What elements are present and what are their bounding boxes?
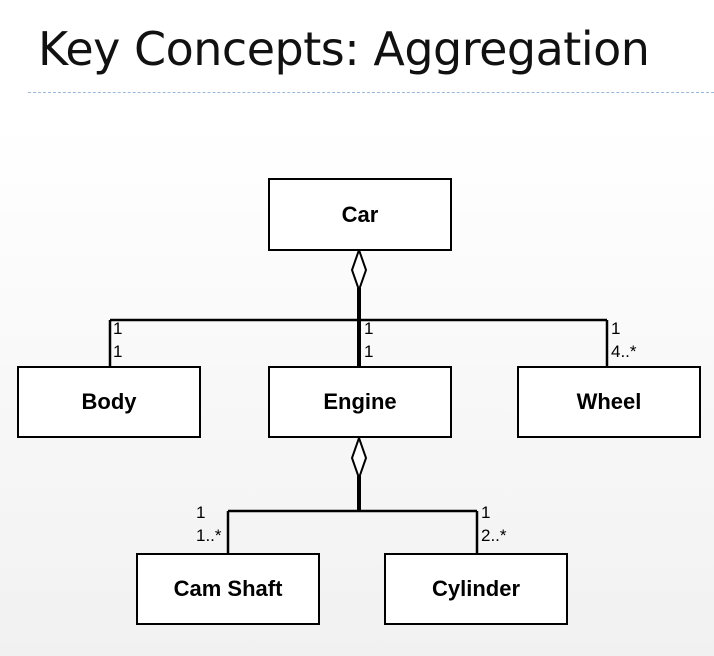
title-divider (28, 92, 714, 93)
mult-engine-cylinder-whole: 1 (481, 503, 490, 522)
mult-engine-camshaft-part: 1..* (196, 526, 222, 545)
class-engine: Engine (268, 366, 452, 438)
class-cylinder-label: Cylinder (432, 576, 520, 601)
mult-car-body-part: 1 (113, 342, 122, 361)
class-body: Body (17, 366, 201, 438)
class-cam-shaft-label: Cam Shaft (174, 576, 283, 601)
class-car: Car (268, 178, 452, 251)
class-engine-label: Engine (323, 389, 396, 414)
class-car-label: Car (342, 202, 379, 227)
engine-aggregation-diamond (350, 434, 368, 482)
engine-aggregation-connector (226, 434, 479, 554)
mult-engine-cylinder-part: 2..* (481, 526, 507, 545)
mult-car-body-whole: 1 (113, 319, 122, 338)
mult-car-engine-part: 1 (364, 342, 373, 361)
mult-engine-camshaft-whole: 1 (196, 503, 205, 522)
mult-car-wheel-part: 4..* (611, 342, 637, 361)
class-body-label: Body (82, 389, 138, 414)
car-aggregation-connector (108, 246, 609, 367)
class-wheel: Wheel (517, 366, 701, 438)
mult-car-wheel-whole: 1 (611, 319, 620, 338)
class-cylinder: Cylinder (384, 553, 568, 625)
slide-title: Key Concepts: Aggregation (38, 22, 650, 76)
mult-car-engine-whole: 1 (364, 319, 373, 338)
car-aggregation-diamond (350, 246, 368, 294)
class-cam-shaft: Cam Shaft (136, 553, 320, 625)
class-wheel-label: Wheel (577, 389, 642, 414)
